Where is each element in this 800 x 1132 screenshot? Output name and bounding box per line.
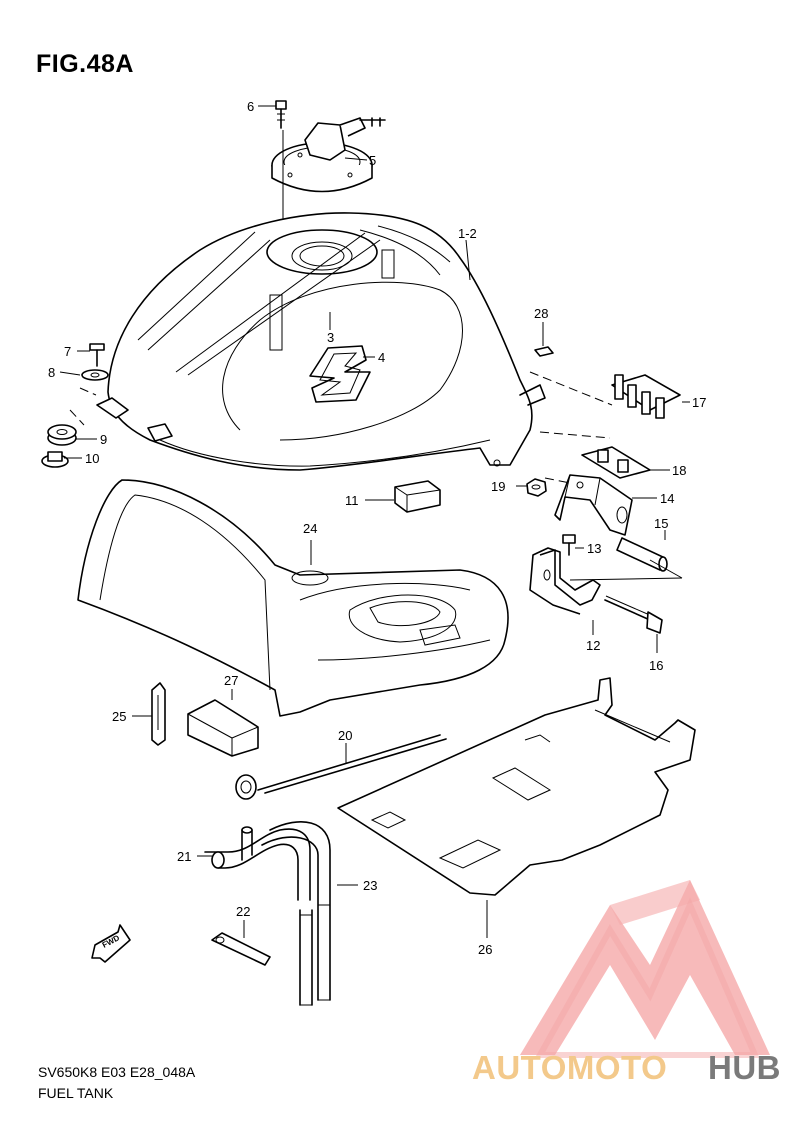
watermark-logo [520, 880, 770, 1058]
callout-15: 15 [654, 516, 668, 531]
clamp-25 [151, 682, 166, 746]
callout-28: 28 [534, 306, 548, 321]
tank-cover-24 [77, 479, 509, 717]
fwd-arrow-icon: FWD [91, 924, 131, 963]
callout-14: 14 [660, 491, 674, 506]
callout-11: 11 [345, 493, 359, 508]
hose-21 [204, 826, 311, 901]
leader-lines [59, 105, 690, 938]
hinge-bracket-14 [554, 474, 633, 536]
nut-19 [526, 478, 547, 497]
callout-27: 27 [224, 673, 238, 688]
bracket-12 [529, 547, 601, 615]
callout-1-2: 1-2 [458, 226, 477, 241]
bolt-13 [562, 534, 576, 556]
hose-23 [261, 821, 331, 1006]
callout-labels: 1-2 3 4 5 6 7 8 9 10 11 12 13 14 15 16 1… [48, 99, 706, 957]
callout-9: 9 [100, 432, 107, 447]
watermark-text: AUTOMOTO HUB [472, 1049, 781, 1086]
callout-13: 13 [587, 541, 601, 556]
callout-25: 25 [112, 709, 126, 724]
callout-10: 10 [85, 451, 99, 466]
callout-19: 19 [491, 479, 505, 494]
watermark-part1: AUTOMOTO [472, 1049, 667, 1086]
figure-code: SV650K8 E03 E28_048A [38, 1064, 196, 1080]
emblem [309, 345, 371, 403]
callout-17: 17 [692, 395, 706, 410]
cap-28 [534, 346, 554, 357]
figure-name: FUEL TANK [38, 1085, 114, 1101]
bolt-6 [275, 100, 287, 129]
callout-21: 21 [177, 849, 191, 864]
watermark-part2: HUB [708, 1049, 781, 1086]
callout-23: 23 [363, 878, 377, 893]
clamp-22 [211, 932, 271, 966]
fuel-cap [271, 117, 386, 193]
fuel-tank-body [96, 212, 546, 471]
callout-4: 4 [378, 350, 385, 365]
pad-27 [187, 699, 259, 757]
callout-6: 6 [247, 99, 254, 114]
callout-12: 12 [586, 638, 600, 653]
collar-10 [41, 451, 69, 468]
plate-26 [337, 677, 696, 896]
bolt-16 [604, 595, 663, 634]
bolt-7 [89, 343, 105, 367]
callout-8: 8 [48, 365, 55, 380]
washer-8 [81, 369, 109, 381]
callout-7: 7 [64, 344, 71, 359]
cushion-11 [394, 480, 441, 513]
callout-22: 22 [236, 904, 250, 919]
cushion-18 [581, 446, 651, 479]
callout-20: 20 [338, 728, 352, 743]
cushion-9 [47, 424, 77, 446]
callout-26: 26 [478, 942, 492, 957]
callout-16: 16 [649, 658, 663, 673]
bracket-17 [611, 374, 681, 419]
pin-15 [616, 537, 668, 572]
wire-20 [235, 734, 447, 800]
figure-title: FIG.48A [36, 50, 134, 78]
callout-3: 3 [327, 330, 334, 345]
callout-24: 24 [303, 521, 317, 536]
callout-18: 18 [672, 463, 686, 478]
callout-5: 5 [369, 153, 376, 168]
